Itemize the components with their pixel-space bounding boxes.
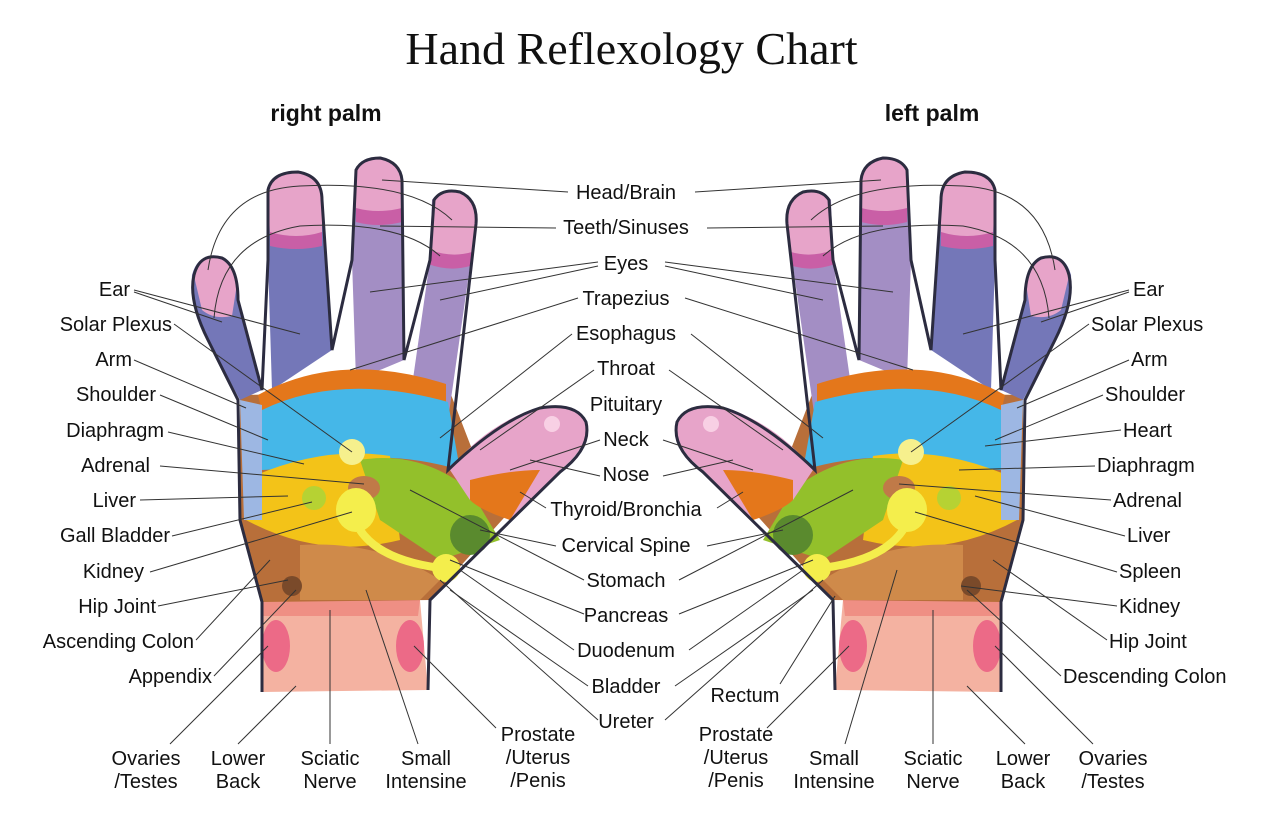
label-hip-joint-left: Hip Joint	[1109, 631, 1187, 653]
label-diaphragm: Diaphragm	[66, 420, 164, 442]
label-gall-bladder: Gall Bladder	[59, 525, 170, 547]
leader-lines-left	[662, 179, 1130, 745]
label-appendix: Appendix	[128, 666, 212, 688]
label-ureter: Ureter	[598, 711, 654, 733]
label-heart: Heart	[1123, 420, 1172, 442]
label-cervical-spine: Cervical Spine	[561, 535, 691, 557]
label-prostate-uterus-penis: Prostate /Uterus /Penis	[500, 724, 576, 792]
label-kidney-left: Kidney	[1119, 596, 1181, 618]
left-palm-hand	[676, 158, 1071, 692]
label-prostate-uterus-penis-left: Prostate /Uterus /Penis	[698, 724, 774, 792]
label-pituitary: Pituitary	[589, 394, 663, 416]
label-descending-colon: Descending Colon	[1063, 666, 1227, 688]
label-esophagus: Esophagus	[575, 323, 677, 345]
label-stomach: Stomach	[586, 570, 666, 592]
leader-lines-right	[133, 179, 601, 745]
label-eyes: Eyes	[603, 253, 649, 275]
label-nose: Nose	[602, 464, 650, 486]
label-ascending-colon: Ascending Colon	[42, 631, 194, 653]
right-palm-hand	[192, 158, 587, 692]
label-shoulder-left: Shoulder	[1105, 384, 1186, 406]
label-lower-back: Lower Back	[210, 748, 266, 793]
left-palm-heading: left palm	[884, 100, 980, 126]
label-head-brain: Head/Brain	[575, 182, 677, 204]
label-bladder: Bladder	[591, 676, 661, 698]
label-small-intensine-left: Small Intensine	[793, 748, 875, 793]
label-diaphragm-left: Diaphragm	[1097, 455, 1195, 477]
chart-title: Hand Reflexology Chart	[405, 23, 858, 74]
label-thyroid-bronchia: Thyroid/Bronchia	[550, 499, 702, 521]
label-ear-left: Ear	[1133, 279, 1165, 301]
label-liver: Liver	[92, 490, 136, 512]
label-shoulder: Shoulder	[75, 384, 156, 406]
label-liver-left: Liver	[1127, 525, 1171, 547]
label-teeth-sinuses: Teeth/Sinuses	[563, 217, 689, 239]
label-solar-plexus-left: Solar Plexus	[1091, 314, 1204, 336]
label-sciatic-nerve-left: Sciatic Nerve	[903, 748, 963, 793]
label-sciatic-nerve: Sciatic Nerve	[300, 748, 360, 793]
label-ovaries-testes: Ovaries /Testes	[111, 748, 181, 793]
label-spleen: Spleen	[1119, 561, 1182, 583]
right-palm-heading: right palm	[270, 100, 382, 126]
label-arm: Arm	[95, 349, 132, 371]
label-adrenal: Adrenal	[81, 455, 150, 477]
label-neck: Neck	[603, 429, 649, 451]
label-ovaries-testes-left: Ovaries /Testes	[1078, 748, 1148, 793]
label-throat: Throat	[597, 358, 655, 380]
label-small-intensine: Small Intensine	[385, 748, 467, 793]
label-ear: Ear	[98, 279, 130, 301]
label-lower-back-left: Lower Back	[995, 748, 1051, 793]
label-adrenal-left: Adrenal	[1113, 490, 1182, 512]
label-arm-left: Arm	[1131, 349, 1168, 371]
label-pancreas: Pancreas	[583, 605, 669, 627]
label-duodenum: Duodenum	[577, 640, 675, 662]
label-trapezius: Trapezius	[582, 288, 670, 310]
label-kidney: Kidney	[82, 561, 144, 583]
label-rectum: Rectum	[710, 685, 780, 707]
label-solar-plexus: Solar Plexus	[59, 314, 172, 336]
label-hip-joint: Hip Joint	[78, 596, 156, 618]
